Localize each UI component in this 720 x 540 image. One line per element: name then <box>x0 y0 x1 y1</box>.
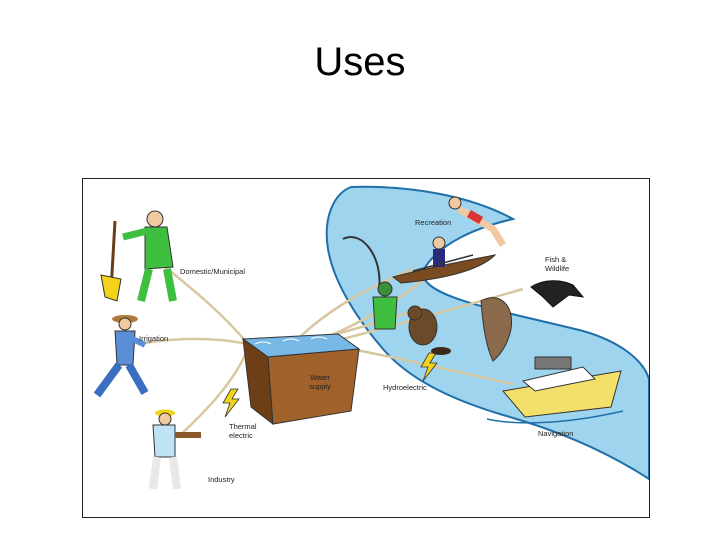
thermal-worker-icon <box>149 409 201 490</box>
domestic-worker-icon <box>100 210 177 302</box>
label-fish-wildlife: Fish & Wildlife <box>545 255 569 273</box>
label-fish-line2: Wildlife <box>545 264 570 273</box>
label-domestic: Domestic/Municipal <box>180 267 246 276</box>
label-navigation: Navigation <box>538 429 574 438</box>
water-uses-diagram: Domestic/Municipal Irrigation Thermal el… <box>82 178 650 518</box>
label-fish-line1: Fish & <box>545 255 567 264</box>
label-water-supply-line1: Water <box>310 373 330 382</box>
label-thermal-line1: Thermal <box>229 422 257 431</box>
lightning-icon <box>222 352 438 418</box>
boat-icon <box>486 356 624 424</box>
label-hydroelectric: Hydroelectric <box>383 383 427 392</box>
rower-icon <box>391 236 497 284</box>
label-industry: Industry <box>208 475 235 484</box>
label-irrigation: Irrigation <box>139 334 169 343</box>
bird-icon <box>530 280 585 308</box>
label-thermal-line2: electric <box>229 431 253 440</box>
beaver-icon <box>407 305 451 355</box>
label-water-supply-line2: supply <box>309 382 331 391</box>
label-thermal: Thermal electric <box>229 422 257 440</box>
fisherman-icon <box>342 236 398 330</box>
irrigation-farmer-icon <box>93 315 149 398</box>
water-supply-box-icon <box>241 333 361 426</box>
label-recreation: Recreation <box>415 218 452 227</box>
slide-title: Uses <box>314 40 406 84</box>
label-water-supply: Water supply <box>303 373 337 391</box>
swimmer-icon <box>448 196 506 247</box>
manatee-icon <box>480 297 513 362</box>
diagram-illustration <box>93 185 649 490</box>
